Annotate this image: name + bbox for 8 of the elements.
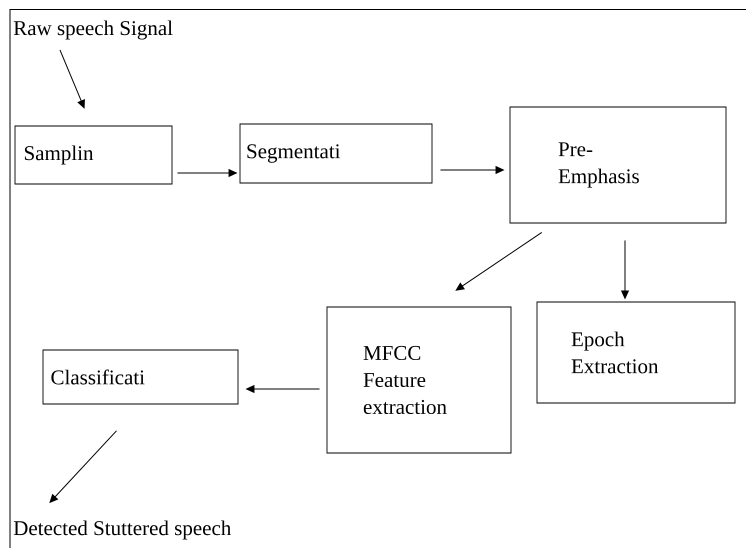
process-box: Pre- Emphasis [510, 106, 726, 224]
process-box: Segmentati [240, 124, 432, 184]
process-box: Epoch Extraction [536, 302, 736, 404]
flow-text: Raw speech Signal [14, 20, 173, 40]
process-box: Classificati [42, 350, 238, 404]
process-box: MFCC Feature extraction [326, 306, 512, 454]
flow-text: Detected Stuttered speech [14, 520, 232, 540]
process-box: Samplin [14, 126, 172, 184]
